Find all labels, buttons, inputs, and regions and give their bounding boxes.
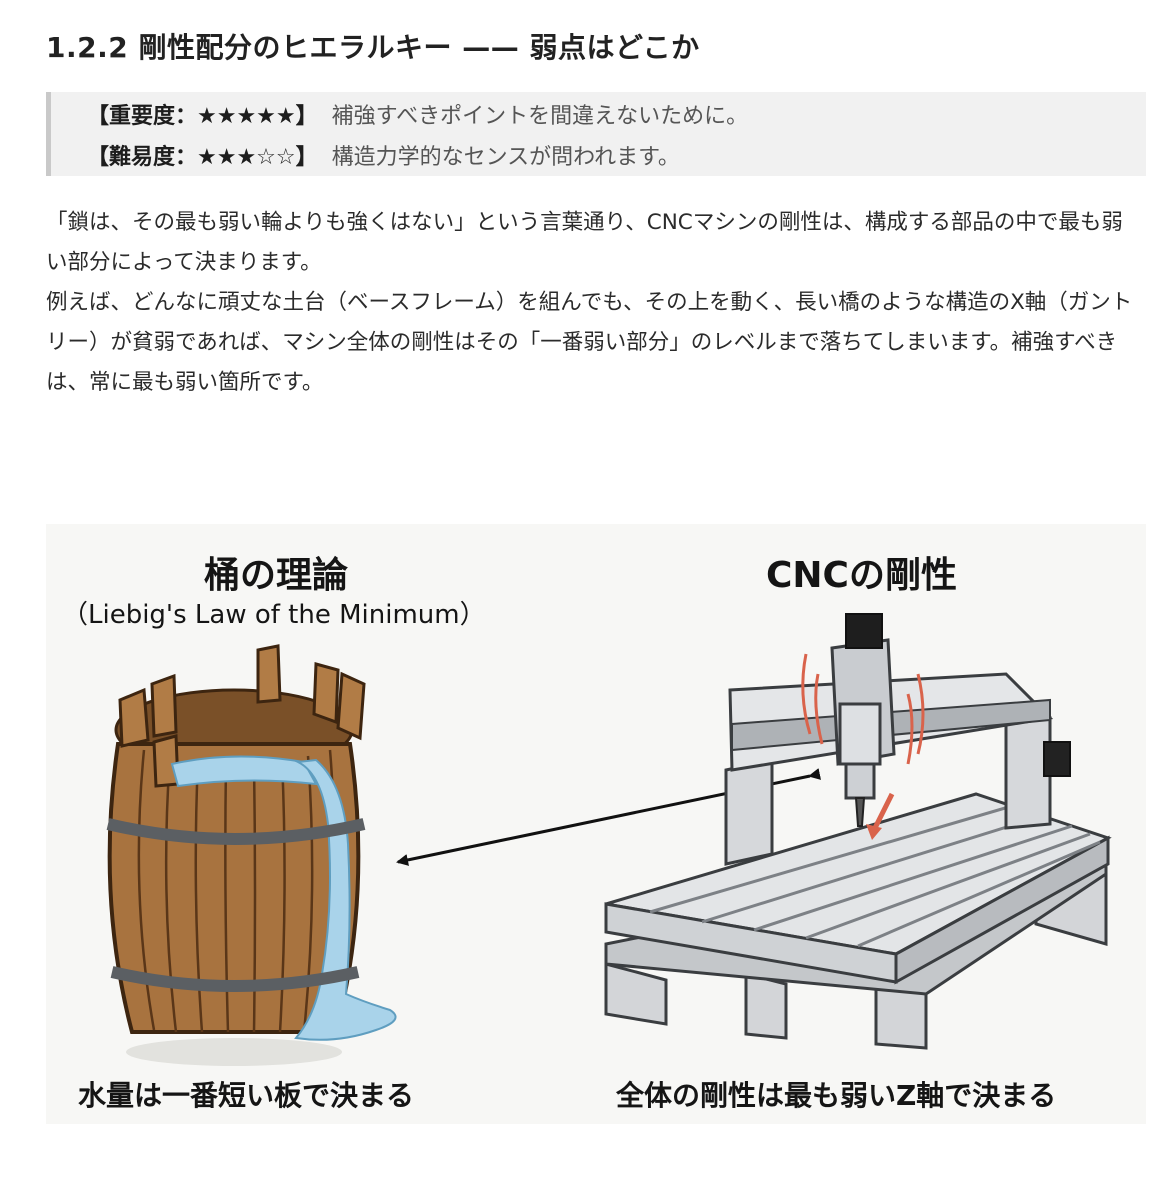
- barrel-theory-subtitle: （Liebig's Law of the Minimum）: [62, 600, 486, 630]
- barrel-theory-title: 桶の理論: [204, 555, 349, 596]
- importance-description: 補強すべきポイントを間違えないために。: [331, 104, 749, 129]
- illustration: 桶の理論 （Liebig's Law of the Minimum） CNCの剛…: [46, 524, 1146, 1124]
- difficulty-description: 構造力学的なセンスが問われます。: [331, 145, 680, 170]
- body-text: 「鎖は、その最も弱い輪よりも強くはない」という言葉通り、CNCマシンの剛性は、構…: [46, 203, 1141, 403]
- paragraph-chain: 「鎖は、その最も弱い輪よりも強くはない」という言葉通り、CNCマシンの剛性は、構…: [46, 210, 1123, 275]
- illustration-art: [106, 613, 1112, 1066]
- difficulty-label: 【難易度：★★★☆☆】: [87, 145, 318, 170]
- barrel-caption: 水量は一番短い板で決まる: [78, 1079, 415, 1112]
- paragraph-gantry: 例えば、どんなに頑丈な土台（ベースフレーム）を組んでも、その上を動く、長い橋のよ…: [46, 290, 1133, 395]
- importance-label: 【重要度：★★★★★】: [87, 104, 318, 129]
- rating-box: 【重要度：★★★★★】補強すべきポイントを間違えないために。 【難易度：★★★☆…: [46, 92, 1146, 176]
- difficulty-rating: 【難易度：★★★☆☆】構造力学的なセンスが問われます。: [87, 139, 680, 171]
- cnc-caption: 全体の剛性は最も弱いZ軸で決まる: [616, 1079, 1057, 1112]
- section-heading: 1.2.2 剛性配分のヒエラルキー —— 弱点はどこか: [46, 31, 700, 64]
- cnc-machine-icon: [604, 613, 1112, 1050]
- importance-rating: 【重要度：★★★★★】補強すべきポイントを間違えないために。: [87, 98, 748, 130]
- barrel-icon: [106, 644, 397, 1066]
- cnc-rigidity-title: CNCの剛性: [766, 555, 957, 596]
